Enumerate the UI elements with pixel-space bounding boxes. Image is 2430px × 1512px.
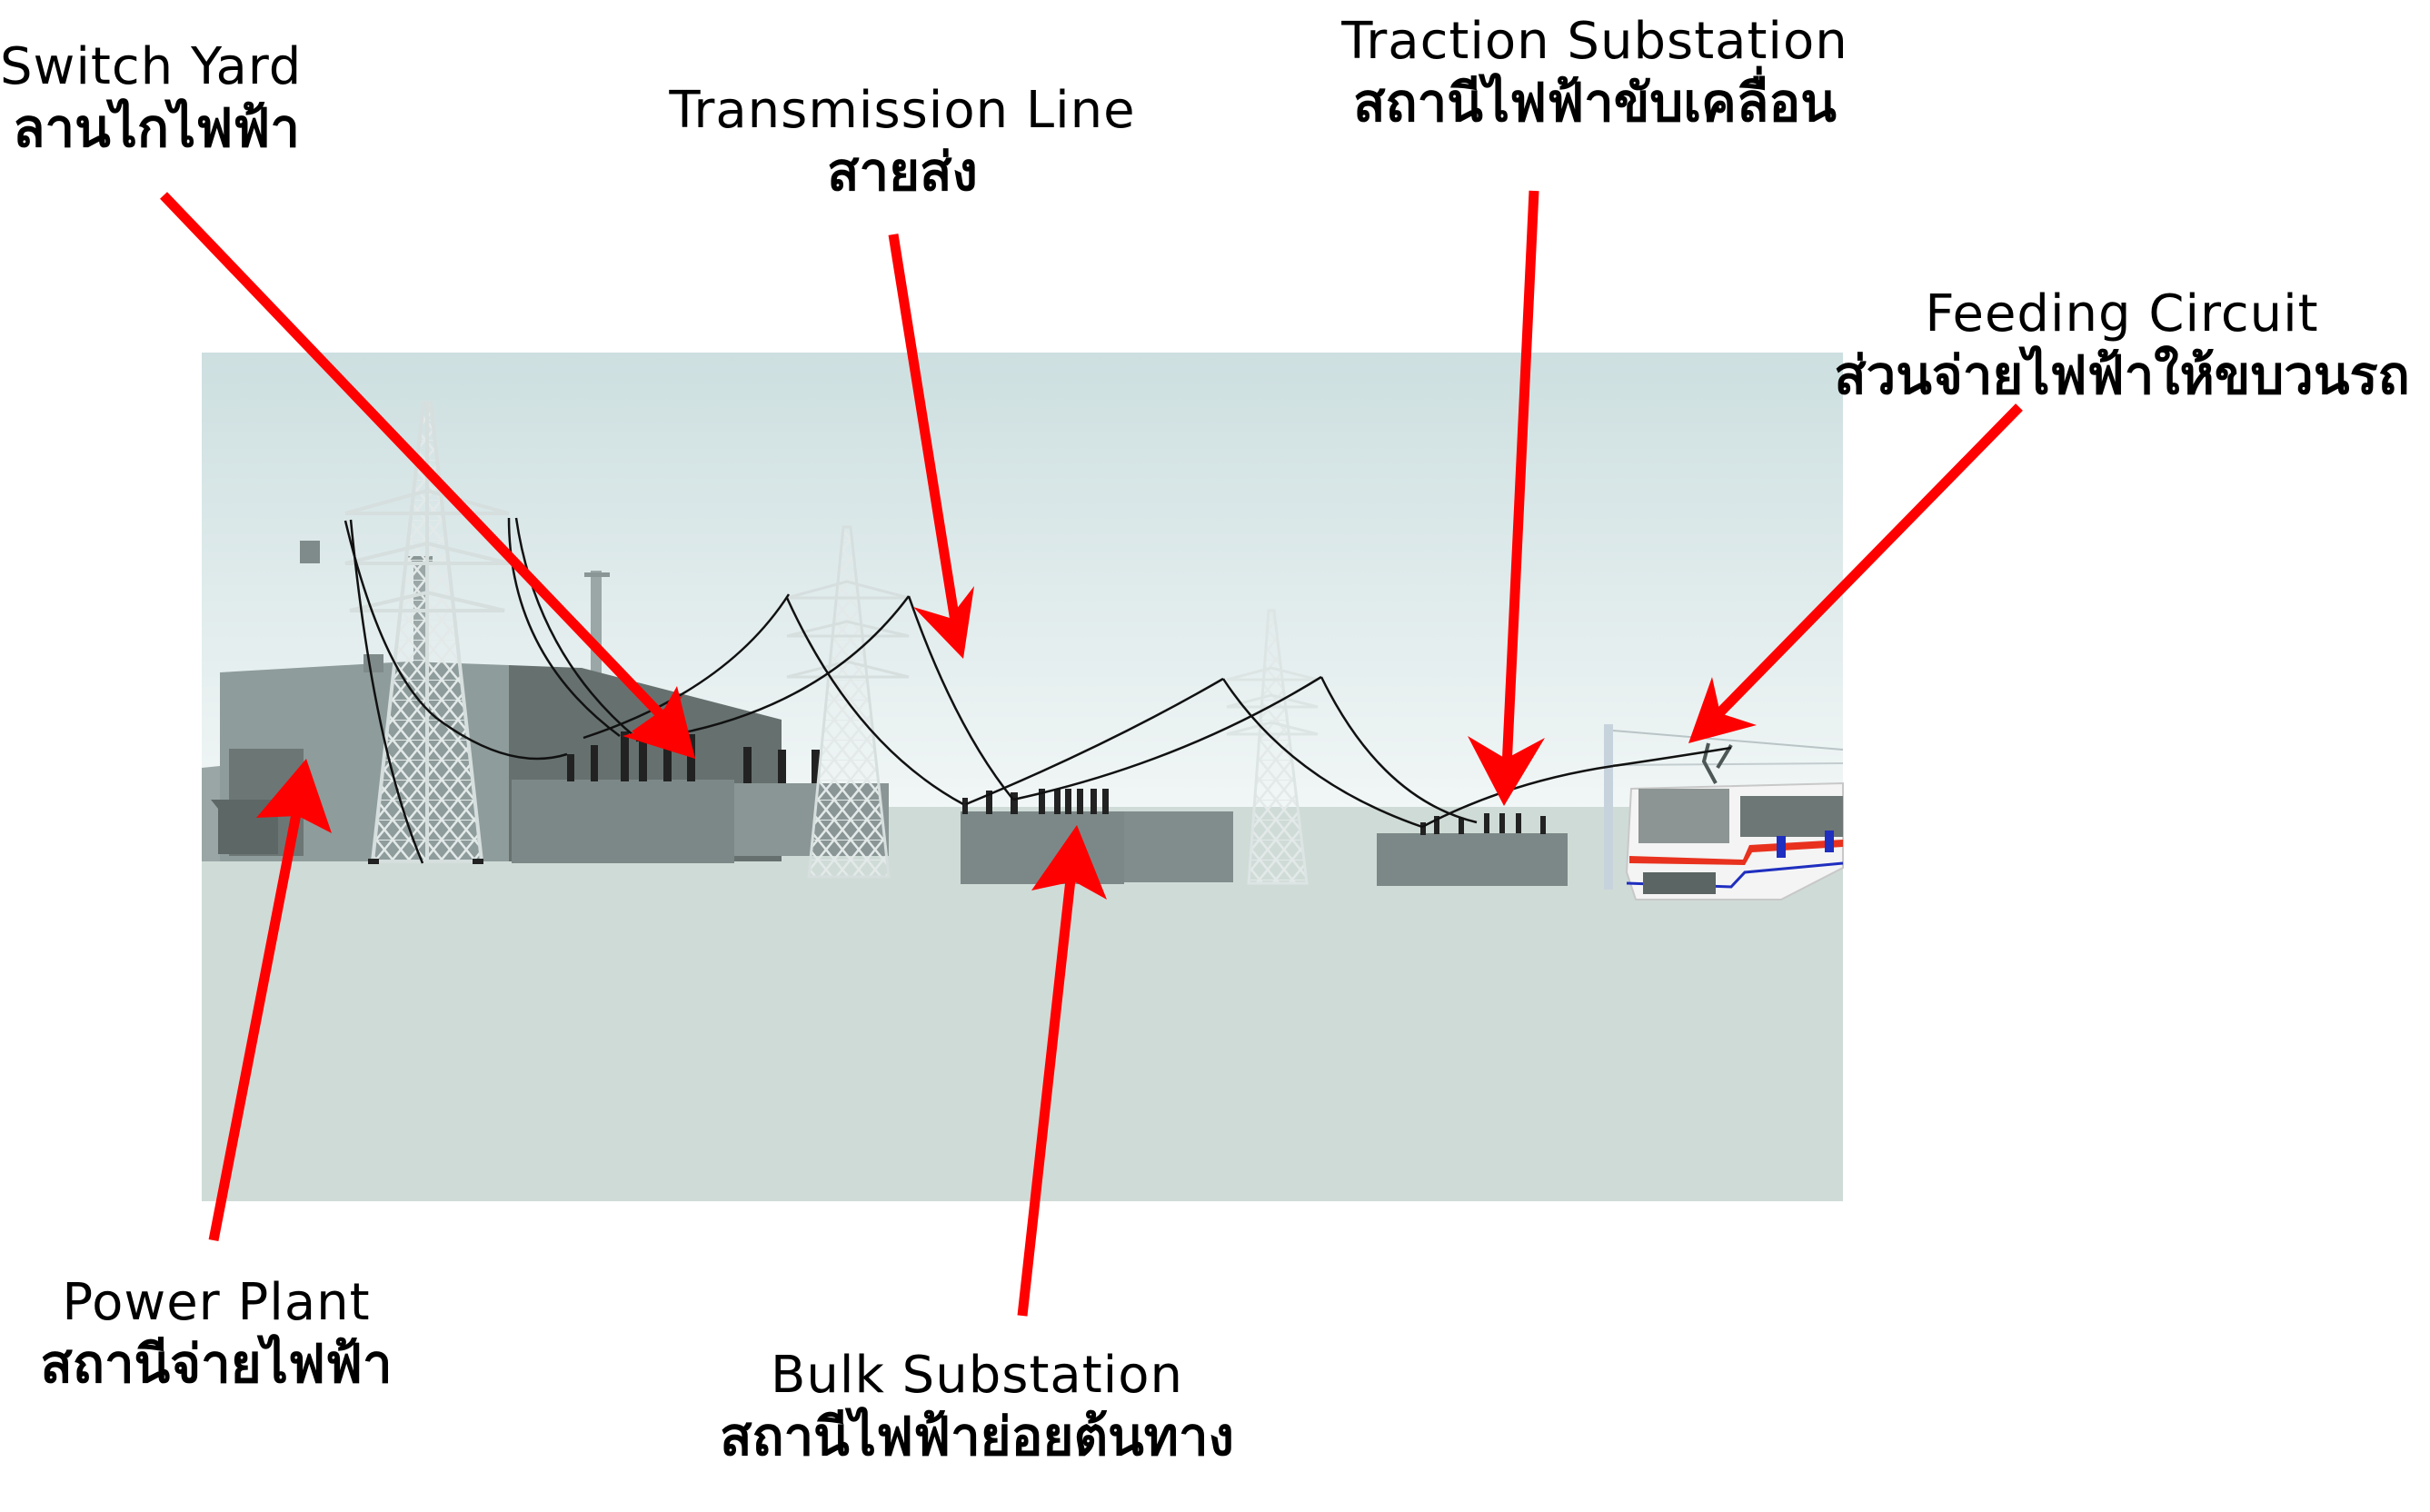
electric-train (1625, 742, 1844, 900)
arrow-switch-yard (160, 192, 695, 759)
label-switch-yard: Switch Yard ลานไกไฟฟ้า (0, 36, 302, 161)
traction-substation-equipment (1377, 813, 1568, 886)
label-transmission-line-th: สายส่ง (827, 141, 978, 204)
label-switch-yard-th: ลานไกไฟฟ้า (13, 97, 300, 160)
label-bulk-substation: Bulk Substation สถานีไฟฟ้าย่อยต้นทาง (700, 1345, 1254, 1469)
label-power-plant: Power Plant สถานีจ่ายไฟฟ้า (0, 1272, 433, 1397)
label-power-plant-th: สถานีจ่ายไฟฟ้า (40, 1333, 393, 1396)
label-feeding-circuit-th: ส่วนจ่ายไฟฟ้าให้ขบวนรถ (1834, 344, 2410, 407)
label-switch-yard-en: Switch Yard (0, 37, 303, 96)
arrow-feeding-circuit (1688, 403, 2023, 743)
label-traction-substation-th: สถานีไฟฟ้าขับเคลื่อน (1353, 72, 1837, 134)
transmission-tower-3 (1226, 609, 1319, 885)
label-traction-substation-en: Traction Substation (1341, 12, 1848, 71)
arrow-bulk-substation (1017, 825, 1107, 1317)
transmission-wires (344, 517, 1732, 864)
label-bulk-substation-th: สถานีไฟฟ้าย่อยต้นทาง (720, 1406, 1234, 1468)
catenary-pole (1604, 724, 1844, 890)
label-transmission-line-en: Transmission Line (669, 81, 1136, 140)
label-feeding-circuit-en: Feeding Circuit (1925, 284, 2319, 343)
transmission-tower-1 (344, 401, 510, 864)
label-traction-substation: Traction Substation สถานีไฟฟ้าขับเคลื่อน (1322, 11, 1867, 135)
bulk-substation-equipment (961, 789, 1233, 884)
pointer-arrows (160, 190, 2023, 1317)
arrow-power-plant (208, 759, 332, 1242)
arrow-traction-substation (1468, 190, 1545, 806)
label-transmission-line: Transmission Line สายส่ง (630, 80, 1175, 204)
label-bulk-substation-en: Bulk Substation (770, 1346, 1183, 1405)
arrow-transmission-line (888, 234, 974, 659)
label-power-plant-en: Power Plant (62, 1273, 371, 1332)
label-feeding-circuit: Feeding Circuit ส่วนจ่ายไฟฟ้าให้ขบวนรถ (1813, 284, 2430, 408)
